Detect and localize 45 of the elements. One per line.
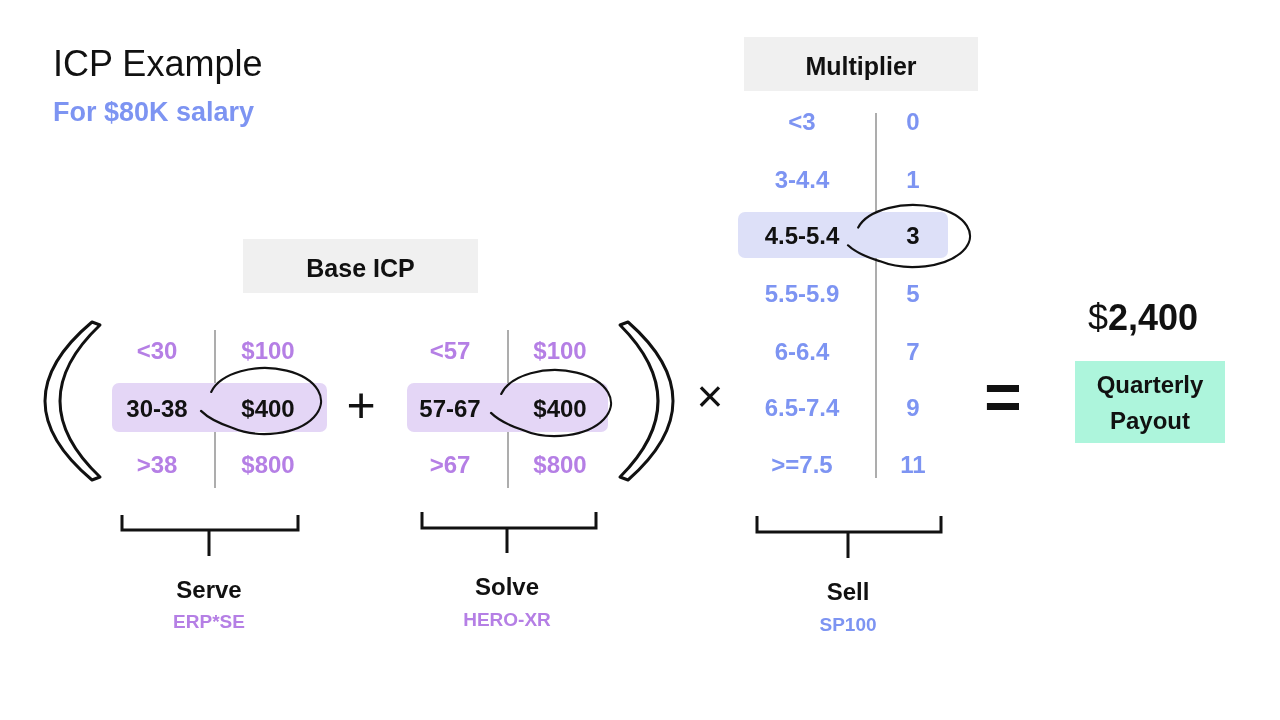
metric-name: Serve (176, 576, 242, 604)
score-range: 4.5-5.4 (764, 222, 840, 250)
equals-sign: = (984, 361, 1022, 435)
highlight-band (407, 383, 608, 432)
payout-value: $800 (241, 451, 295, 479)
score-range: 6-6.4 (774, 338, 830, 366)
score-range: >=7.5 (771, 451, 833, 479)
score-range: 57-67 (419, 394, 481, 423)
result-label: Quarterly Payout (1095, 370, 1205, 436)
result-box (1075, 361, 1225, 443)
section-header: Base ICP (306, 253, 415, 283)
metric-code: ERP*SE (173, 611, 245, 633)
payout-value: $400 (241, 394, 295, 423)
score-range: 6.5-7.4 (764, 394, 840, 422)
plus-sign: + (346, 377, 376, 435)
multiplier-value: 1 (906, 166, 920, 194)
score-range: <3 (788, 108, 816, 136)
score-range: <57 (429, 337, 471, 365)
section-header: Multiplier (805, 51, 917, 81)
multiplier-value: 7 (906, 338, 920, 366)
title: ICP Example (53, 43, 263, 85)
metric-code: HERO-XR (463, 609, 551, 631)
metric-name: Sell (826, 578, 870, 606)
score-range: 30-38 (126, 394, 188, 423)
payout-value: $100 (241, 337, 295, 365)
payout-total: $2,400 (1087, 297, 1199, 339)
multiplier-value: 11 (900, 451, 926, 479)
multiplier-value: 0 (906, 108, 920, 136)
metric-code: SP100 (819, 614, 877, 636)
highlight-band (738, 212, 948, 258)
multiplier-value: 3 (906, 222, 920, 250)
payout-value: $100 (533, 337, 587, 365)
payout-value: $400 (533, 394, 587, 423)
score-range: 3-4.4 (774, 166, 830, 194)
score-range: <30 (136, 337, 178, 365)
multiplier-value: 5 (906, 280, 920, 308)
payout-value: $800 (533, 451, 587, 479)
multiplier-value: 9 (906, 394, 920, 422)
multiply-sign: × (696, 369, 724, 423)
score-range: 5.5-5.9 (764, 280, 840, 308)
metric-name: Solve (475, 573, 539, 601)
score-range: >67 (429, 451, 471, 479)
score-range: >38 (136, 451, 178, 479)
highlight-band (112, 383, 327, 432)
subtitle: For $80K salary (53, 97, 255, 129)
